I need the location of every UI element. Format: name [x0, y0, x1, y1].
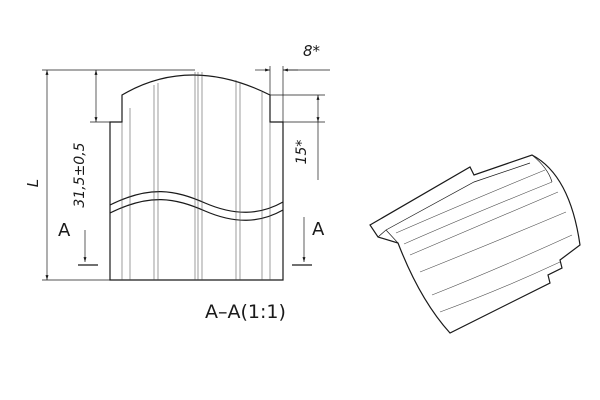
break-line-lower [109, 199, 284, 221]
section-rib [395, 169, 546, 234]
section-edge [377, 162, 531, 238]
dim-total-length-label: L [24, 179, 42, 187]
section-mark-left: A [58, 220, 71, 241]
section-mark-right-group: A [292, 217, 325, 266]
dimension-total-length: L [24, 69, 195, 281]
section-rib [403, 181, 553, 245]
section-view [369, 154, 581, 334]
dim-step-width-label: 8* [303, 42, 321, 60]
section-rib [431, 234, 573, 296]
section-rib [409, 191, 559, 256]
dimension-height: 31,5±0,5 [72, 70, 110, 208]
section-edge [531, 154, 553, 183]
section-edge [385, 229, 399, 244]
section-mark-right: A [312, 219, 325, 240]
section-rib [419, 211, 567, 273]
section-mark-left-group: A [58, 220, 98, 266]
section-rib [439, 261, 561, 313]
section-caption: A–A(1:1) [205, 301, 286, 323]
dim-step-height-label: 15* [294, 140, 310, 165]
dim-height-label: 31,5±0,5 [72, 142, 88, 207]
front-view [109, 72, 284, 281]
panel-outline [109, 74, 284, 281]
section-outline [369, 154, 581, 334]
dimension-step-height: 15* [270, 94, 325, 180]
break-line-upper [109, 191, 284, 213]
dimension-step-width: 8* [255, 42, 330, 122]
